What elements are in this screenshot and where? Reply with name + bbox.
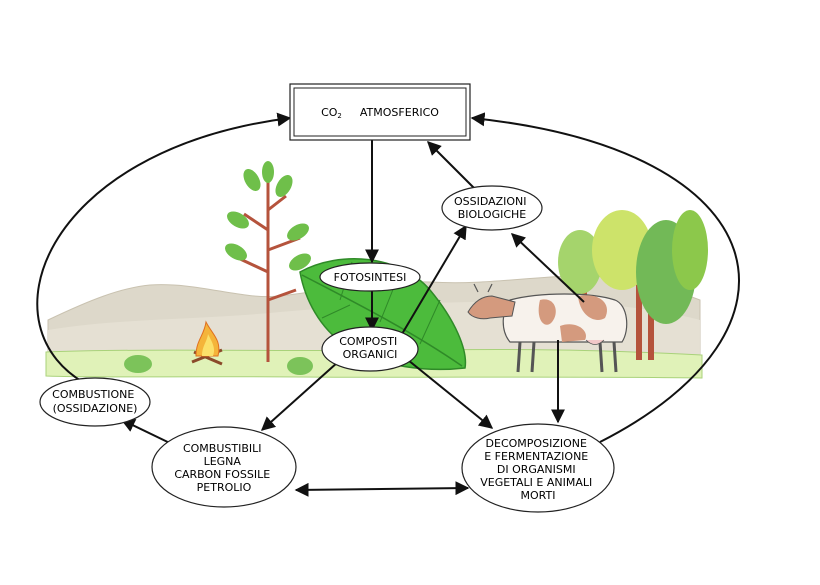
ossidazioni-line: BIOLOGICHE — [458, 208, 527, 221]
node-ossidazioni-biologiche: OSSIDAZIONI BIOLOGICHE — [441, 185, 543, 231]
composti-line: COMPOSTI — [339, 335, 397, 348]
ossidazioni-line: OSSIDAZIONI — [454, 195, 527, 208]
svg-text:DECOMPOSIZIONE E FERMEN: DECOMPOSIZIONE E FERMENTAZIONE DI ORGANI… — [480, 437, 596, 502]
atmosphere-word: ATMOSFERICO — [360, 106, 439, 119]
svg-text:COMBUSTIBILI LEGNA: COMBUSTIBILI LEGNA CARBON FOSSILE PETROL… — [174, 442, 273, 494]
campfire-illustration — [191, 320, 223, 366]
decomposizione-line: MORTI — [521, 489, 556, 502]
composti-line: ORGANICI — [343, 348, 398, 361]
arrow-composti-to-ossidazioni — [401, 224, 467, 335]
decomposizione-line: DECOMPOSIZIONE — [486, 437, 587, 450]
node-composti-organici: COMPOSTI ORGANICI — [321, 326, 419, 372]
landscape-illustration — [45, 161, 708, 379]
svg-text:COMBUSTIONE (OSSIDAZIONE: COMBUSTIONE (OSSIDAZIONE) — [52, 388, 138, 415]
arrow-combustione-to-atmosphere — [36, 112, 292, 387]
combustibili-line: PETROLIO — [197, 481, 252, 494]
combustibili-line: CARBON FOSSILE — [174, 468, 270, 481]
young-tree-illustration — [225, 161, 311, 362]
node-combustione: COMBUSTIONE (OSSIDAZIONE) — [39, 377, 151, 427]
atmosphere-label: CO2 ATMOSFERICO — [321, 106, 439, 120]
arrow-combustibili-decomposizione — [294, 481, 470, 497]
combustione-line: (OSSIDAZIONE) — [53, 402, 138, 415]
arrow-composti-to-decomposizione — [407, 359, 494, 429]
decomposizione-line: E FERMENTAZIONE — [484, 450, 588, 463]
svg-text:OSSIDAZIONI BIOLOGICHE: OSSIDAZIONI BIOLOGICHE — [454, 195, 530, 221]
cycle-arrows — [36, 112, 740, 497]
bush — [124, 355, 152, 373]
arrow-combustibili-to-combustione — [120, 419, 177, 447]
fotosintesi-line: FOTOSINTESI — [334, 271, 407, 284]
combustibili-line: LEGNA — [204, 455, 242, 468]
cow-illustration — [467, 283, 628, 373]
co2-subscript: 2 — [337, 112, 341, 120]
arrow-ossidazioni-to-atmosphere — [427, 141, 479, 193]
svg-text:FOTOSINTESI: FOTOSINTESI — [334, 271, 407, 284]
decomposizione-line: DI ORGANISMI — [497, 463, 576, 476]
arrow-composti-to-combustibili — [260, 361, 339, 431]
bush — [287, 357, 313, 375]
svg-text:COMPOSTI ORGANICI: COMPOSTI ORGANICI — [339, 335, 401, 361]
forest-illustration — [558, 210, 708, 360]
node-combustibili: COMBUSTIBILI LEGNA CARBON FOSSILE PETROL… — [151, 426, 297, 508]
combustibili-line: COMBUSTIBILI — [183, 442, 262, 455]
node-decomposizione: DECOMPOSIZIONE E FERMENTAZIONE DI ORGANI… — [461, 423, 615, 513]
decomposizione-line: VEGETALI E ANIMALI — [480, 476, 592, 489]
node-fotosintesi: FOTOSINTESI — [319, 262, 421, 292]
arrow-decomposizione-to-atmosphere — [470, 112, 740, 443]
combustione-line: COMBUSTIONE — [52, 388, 134, 401]
atmosphere-box: CO2 ATMOSFERICO — [289, 83, 471, 141]
co2-prefix: CO — [321, 106, 338, 119]
arrow-cow-to-ossidazioni — [510, 233, 585, 303]
